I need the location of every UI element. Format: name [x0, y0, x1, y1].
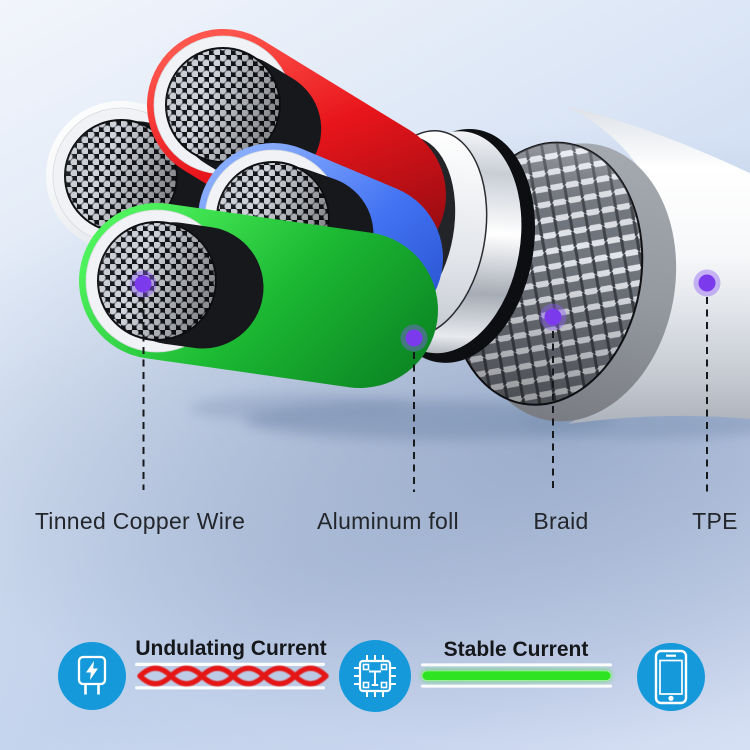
callout-label-braid: Braid: [533, 508, 588, 534]
marker-dot-braid: [539, 303, 567, 331]
charger-icon: [58, 642, 126, 710]
callout-markers: [129, 269, 721, 352]
callout-label-tinned-copper: Tinned Copper Wire: [35, 508, 245, 534]
callout-label-tpe: TPE: [692, 508, 738, 534]
phone-icon: [637, 643, 705, 711]
strand-face-shading: [166, 48, 280, 162]
strand-face-shading: [98, 222, 216, 340]
tpe-jacket: [566, 106, 750, 424]
undulating-current-wave: [135, 662, 329, 690]
stable-current-label: Stable Current: [444, 638, 589, 661]
marker-dot-tinned-copper: [129, 270, 157, 298]
chip-icon: [339, 640, 411, 712]
callout-label-aluminum-foil: Aluminum foll: [317, 508, 459, 534]
marker-dot-aluminum-foil: [400, 324, 428, 352]
marker-dot-tpe: [693, 269, 721, 297]
wire-bundle-green: [79, 203, 438, 388]
undulating-current-label: Undulating Current: [135, 637, 326, 660]
stable-current-line: [421, 663, 612, 688]
callout-lines: [142, 297, 708, 492]
legend-row: Undulating Current: [58, 637, 705, 712]
